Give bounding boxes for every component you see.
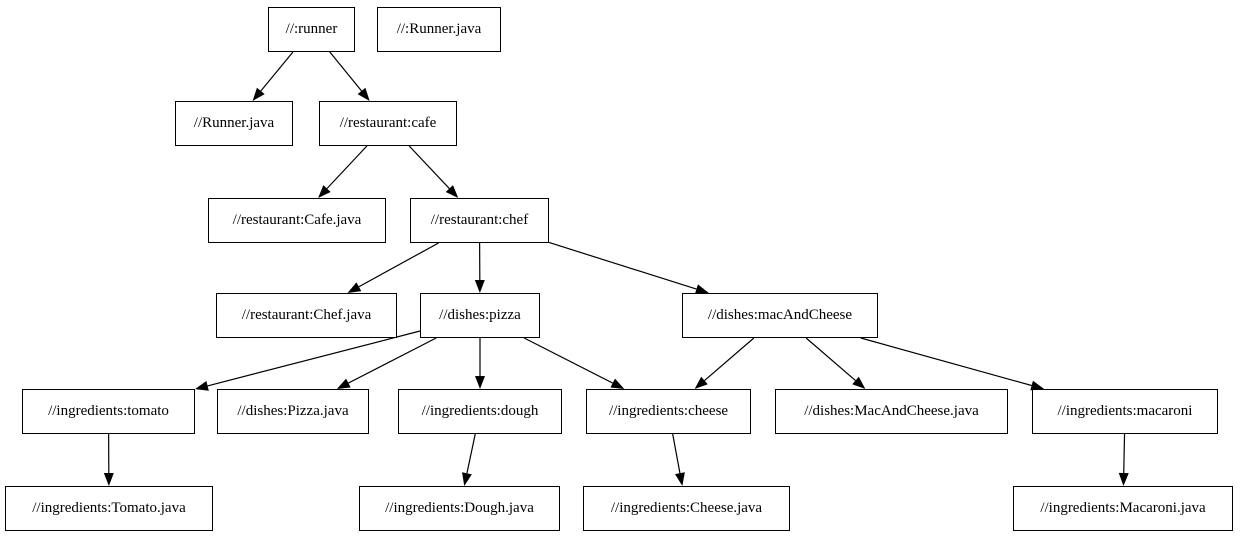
edge-pizza-to-pizza-java [348,337,437,384]
edge-runner-to-cafe [329,51,362,92]
graph-node-runner: //:runner [268,7,355,52]
node-label: //ingredients:macaroni [1057,403,1193,419]
node-label: //ingredients:cheese [608,403,729,419]
arrowhead-chef-to-chef-java [347,282,362,293]
edge-mac-and-cheese-to-mac-and-cheese-java [805,337,856,381]
arrowhead-cafe-to-chef [445,185,459,198]
graph-node-mac-and-cheese: //dishes:macAndCheese [682,293,878,338]
arrowhead-pizza-to-tomato [195,381,209,391]
edge-pizza-to-cheese [523,337,614,384]
arrowhead-runner-to-cafe [357,87,370,101]
graph-node-chef-java: //restaurant:Chef.java [216,293,397,338]
node-label: //dishes:pizza [439,307,521,323]
edge-dough-to-dough-java [466,433,476,474]
graph-node-pizza: //dishes:pizza [420,293,540,338]
arrowhead-dough-to-dough-java [462,472,472,486]
edge-cafe-to-cafe-java [326,145,368,189]
graph-node-chef: //restaurant:chef [410,198,549,243]
node-label: //restaurant:Cafe.java [232,212,362,228]
graph-node-cheese: //ingredients:cheese [586,389,751,434]
node-label: //dishes:MacAndCheese.java [804,403,979,419]
arrowhead-tomato-to-tomato-java [103,472,114,486]
graph-node-cafe: //restaurant:cafe [319,101,457,146]
arrowhead-pizza-to-pizza-java [336,378,351,389]
graph-node-dough-java: //ingredients:Dough.java [359,486,560,531]
edge-chef-to-mac-and-cheese [548,241,697,290]
node-label: //ingredients:dough [421,403,539,419]
node-label: //ingredients:Cheese.java [610,500,763,516]
arrowhead-chef-to-pizza [474,279,485,293]
edge-chef-to-chef-java [358,242,439,288]
edge-macaroni-to-macaroni-java [1123,433,1126,474]
arrowhead-mac-and-cheese-to-cheese [694,376,708,389]
arrowhead-macaroni-to-macaroni-java [1118,472,1129,486]
node-label: //ingredients:Macaroni.java [1040,500,1206,516]
node-label: //:runner [285,21,338,37]
graph-node-mac-and-cheese-java: //dishes:MacAndCheese.java [775,389,1008,434]
graph-node-tomato: //ingredients:tomato [22,389,195,434]
node-label: //restaurant:cafe [339,115,437,131]
edge-mac-and-cheese-to-macaroni [860,337,1032,387]
node-label: //dishes:macAndCheese [707,307,853,323]
node-label: //restaurant:chef [430,212,529,228]
arrowhead-pizza-to-dough [475,376,485,389]
node-label: //Runner.java [193,115,275,131]
graph-node-pizza-java: //dishes:Pizza.java [217,389,369,434]
arrowhead-mac-and-cheese-to-mac-and-cheese-java [852,376,866,389]
arrowhead-cheese-to-cheese-java [675,472,685,486]
node-label: //:Runner.java [396,21,482,37]
node-label: //ingredients:tomato [48,403,169,419]
edge-cheese-to-cheese-java [672,433,681,474]
edge-cafe-to-chef [408,145,450,189]
node-label: //ingredients:Dough.java [385,500,534,516]
graph-node-tomato-java: //ingredients:Tomato.java [5,486,213,531]
arrowhead-runner-to-runner-java [252,87,265,101]
node-label: //ingredients:Tomato.java [32,500,186,516]
edge-pizza-to-tomato [207,330,421,387]
graph-node-cafe-java: //restaurant:Cafe.java [208,198,386,243]
graph-node-cheese-java: //ingredients:Cheese.java [583,486,790,531]
arrowhead-cafe-to-cafe-java [318,185,331,198]
edge-runner-to-runner-java [260,51,294,92]
arrowhead-pizza-to-cheese [610,378,625,389]
graph-node-runner-java: //Runner.java [175,101,293,146]
graph-node-macaroni-java: //ingredients:Macaroni.java [1013,486,1233,531]
graph-node-root-runner-java: //:Runner.java [377,7,501,52]
node-label: //restaurant:Chef.java [241,307,372,323]
edge-mac-and-cheese-to-cheese [704,337,755,381]
node-label: //dishes:Pizza.java [237,403,349,419]
graph-node-dough: //ingredients:dough [398,389,562,434]
graph-node-macaroni: //ingredients:macaroni [1032,389,1218,434]
